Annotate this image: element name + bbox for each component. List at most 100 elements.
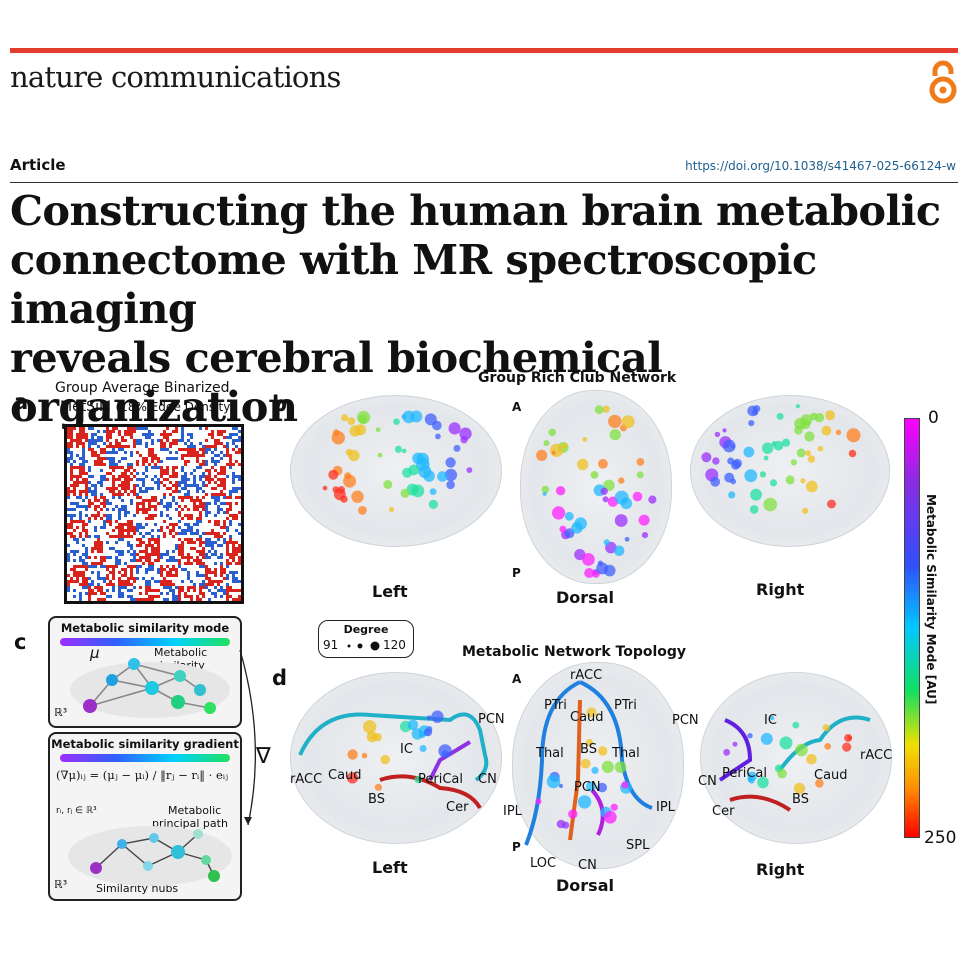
matrix-cell xyxy=(94,547,97,550)
matrix-cell xyxy=(124,469,127,472)
matrix-cell xyxy=(103,592,106,595)
matrix-cell xyxy=(193,559,196,562)
matrix-cell xyxy=(121,592,124,595)
matrix-cell xyxy=(148,538,151,541)
panel-a-letter: a xyxy=(14,390,29,414)
matrix-cell xyxy=(229,535,232,538)
matrix-cell xyxy=(202,553,205,556)
matrix-cell xyxy=(109,502,112,505)
matrix-cell xyxy=(70,484,73,487)
matrix-cell xyxy=(136,472,139,475)
matrix-cell xyxy=(202,484,205,487)
network-node xyxy=(568,809,578,819)
matrix-cell xyxy=(70,535,73,538)
matrix-cell xyxy=(199,514,202,517)
matrix-cell xyxy=(214,454,217,457)
matrix-cell xyxy=(205,556,208,559)
matrix-cell xyxy=(196,532,199,535)
matrix-cell xyxy=(79,505,82,508)
matrix-cell xyxy=(106,457,109,460)
matrix-cell xyxy=(145,445,148,448)
matrix-cell xyxy=(82,448,85,451)
matrix-cell xyxy=(79,520,82,523)
matrix-cell xyxy=(97,445,100,448)
matrix-cell xyxy=(226,595,229,598)
matrix-cell xyxy=(145,589,148,592)
matrix-cell xyxy=(106,568,109,571)
gradient-space-label: ℝ³ xyxy=(54,878,68,891)
matrix-cell xyxy=(181,541,184,544)
doi-link[interactable]: https://doi.org/10.1038/s41467-025-66124… xyxy=(685,159,956,173)
matrix-cell xyxy=(214,499,217,502)
matrix-cell xyxy=(214,448,217,451)
network-node xyxy=(732,741,738,747)
matrix-cell xyxy=(106,436,109,439)
matrix-cell xyxy=(124,484,127,487)
matrix-cell xyxy=(79,490,82,493)
matrix-cell xyxy=(88,448,91,451)
matrix-cell xyxy=(190,433,193,436)
matrix-cell xyxy=(235,475,238,478)
matrix-cell xyxy=(124,430,127,433)
matrix-cell xyxy=(154,505,157,508)
matrix-cell xyxy=(235,562,238,565)
matrix-cell xyxy=(85,472,88,475)
matrix-cell xyxy=(118,580,121,583)
matrix-cell xyxy=(112,463,115,466)
network-node xyxy=(805,450,811,456)
matrix-cell xyxy=(175,484,178,487)
matrix-cell xyxy=(202,463,205,466)
matrix-cell xyxy=(124,445,127,448)
matrix-cell xyxy=(151,451,154,454)
matrix-cell xyxy=(148,541,151,544)
network-node xyxy=(747,733,753,739)
matrix-cell xyxy=(187,556,190,559)
matrix-cell xyxy=(205,445,208,448)
matrix-cell xyxy=(79,457,82,460)
matrix-cell xyxy=(82,478,85,481)
matrix-cell xyxy=(226,511,229,514)
matrix-cell xyxy=(214,580,217,583)
matrix-cell xyxy=(181,532,184,535)
matrix-cell xyxy=(223,577,226,580)
matrix-cell xyxy=(217,580,220,583)
matrix-cell xyxy=(67,451,70,454)
gradient-domain: rᵢ, rⱼ ∈ ℝ³ xyxy=(56,806,97,816)
matrix-cell xyxy=(160,499,163,502)
matrix-cell xyxy=(97,574,100,577)
matrix-cell xyxy=(79,535,82,538)
matrix-cell xyxy=(148,580,151,583)
matrix-cell xyxy=(85,487,88,490)
matrix-cell xyxy=(223,592,226,595)
matrix-cell xyxy=(190,580,193,583)
matrix-cell xyxy=(184,529,187,532)
matrix-cell xyxy=(181,550,184,553)
matrix-cell xyxy=(136,538,139,541)
matrix-cell xyxy=(232,553,235,556)
matrix-cell xyxy=(133,490,136,493)
region-label: rACC xyxy=(290,772,323,787)
matrix-cell xyxy=(115,535,118,538)
matrix-cell xyxy=(97,430,100,433)
matrix-cell xyxy=(97,562,100,565)
matrix-cell xyxy=(235,580,238,583)
matrix-cell xyxy=(214,523,217,526)
matrix-cell xyxy=(220,472,223,475)
matrix-cell xyxy=(85,583,88,586)
matrix-cell xyxy=(229,520,232,523)
matrix-cell xyxy=(190,448,193,451)
matrix-cell xyxy=(79,532,82,535)
matrix-cell xyxy=(82,499,85,502)
matrix-cell xyxy=(193,448,196,451)
matrix-cell xyxy=(181,556,184,559)
matrix-cell xyxy=(214,496,217,499)
matrix-cell xyxy=(97,550,100,553)
matrix-cell xyxy=(154,463,157,466)
matrix-cell xyxy=(190,556,193,559)
matrix-cell xyxy=(151,589,154,592)
matrix-cell xyxy=(238,478,241,481)
matrix-cell xyxy=(133,532,136,535)
matrix-cell xyxy=(157,559,160,562)
matrix-cell xyxy=(130,574,133,577)
matrix-cell xyxy=(76,577,79,580)
